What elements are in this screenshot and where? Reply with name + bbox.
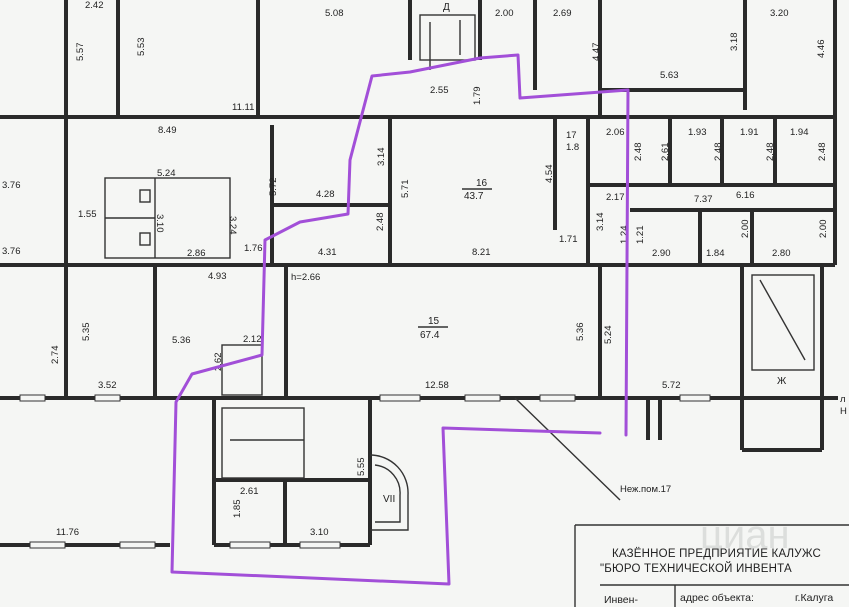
dim-label: 5.72 (268, 178, 279, 197)
title-line-1: КАЗЁННОЕ ПРЕДПРИЯТИЕ КАЛУЖС (612, 548, 821, 560)
dim-label: 2.90 (652, 248, 671, 259)
dim-label: 5.35 (81, 323, 92, 342)
callout-label: Неж.пом.17 (620, 484, 671, 495)
dim-label: 3.14 (595, 213, 606, 232)
dim-label: 3.10 (310, 527, 329, 538)
room-17-number: 17 (566, 130, 577, 141)
dim-label: 6.16 (736, 190, 755, 201)
dim-label: 1.76 (244, 243, 263, 254)
dim-label: 2.06 (606, 127, 625, 138)
dim-label: 5.71 (400, 180, 411, 199)
dim-label: 1.55 (78, 209, 97, 220)
dim-label: 1.85 (232, 500, 243, 519)
dim-label: 5.57 (75, 43, 86, 62)
dim-label: 5.24 (603, 326, 614, 345)
dim-label: 1.24 (619, 226, 630, 245)
room-16-area: 43.7 (464, 191, 484, 202)
dim-label: 2.00 (495, 8, 514, 19)
dim-label: 2.48 (817, 143, 828, 162)
dim-label: 2.00 (740, 220, 751, 239)
dim-label: 1.94 (790, 127, 809, 138)
dim-label: 4.31 (318, 247, 337, 258)
dim-label: 3.76 (2, 180, 21, 191)
dim-label: 7.37 (694, 194, 713, 205)
dim-label: 3.18 (729, 33, 740, 52)
dim-label: 2.48 (375, 213, 386, 232)
dim-label: 5.72 (662, 380, 681, 391)
dim-label: 4.93 (208, 271, 227, 282)
dim-label: 2.74 (50, 346, 61, 365)
partitions (104, 14, 849, 607)
dim-label: 2.48 (765, 143, 776, 162)
dim-label: 5.24 (157, 168, 176, 179)
dim-label: 5.08 (325, 8, 344, 19)
dim-label: 8.49 (158, 125, 177, 136)
dim-label: 4.46 (816, 40, 827, 59)
dim-label: 2.00 (818, 220, 829, 239)
watermark: циан (700, 513, 790, 557)
dim-label: 3.52 (98, 380, 117, 391)
dim-label: 2.48 (713, 143, 724, 162)
dim-label: 2.42 (85, 0, 104, 11)
dim-label: 2.62 (213, 353, 224, 372)
dim-label: 1.8 (566, 142, 579, 153)
dim-label: 1.79 (472, 87, 483, 106)
address-value: г.Калуга (795, 592, 833, 604)
dim-label: 5.36 (575, 323, 586, 342)
dim-label: 11.11 (232, 102, 254, 113)
dim-label: 5.63 (660, 70, 679, 81)
inv-label: Инвен- (604, 594, 638, 606)
stair-letter-zh: Ж (777, 376, 787, 387)
dim-label: 2.86 (187, 248, 206, 259)
dimension-labels: 2.42 5.08 2.00 2.69 3.20 5.57 5.53 4.47 … (2, 0, 829, 538)
walls (0, 0, 838, 547)
dim-label: 1.71 (559, 234, 578, 245)
room-vii-label: VII (383, 494, 395, 505)
room-labels: 16 43.7 17 15 67.4 h=2.66 Д Ж VII Неж.по… (291, 2, 847, 505)
dim-label: 1.84 (706, 248, 725, 259)
dim-label: 5.55 (356, 458, 367, 477)
side-letter-n: Н (840, 406, 847, 417)
dim-label: 2.48 (633, 143, 644, 162)
dim-label: 2.17 (606, 192, 625, 203)
dim-label: 1.21 (635, 226, 646, 245)
room-15-area: 67.4 (420, 330, 440, 341)
stair-letter-d: Д (443, 2, 450, 13)
dim-label: 12.58 (425, 380, 449, 391)
highlight-route (170, 53, 630, 586)
dim-label: 2.12 (243, 334, 262, 345)
dim-label: 2.61 (660, 143, 671, 162)
dim-label: 3.10 (154, 214, 165, 233)
address-label: адрес объекта: (680, 592, 754, 604)
dim-label: 3.20 (770, 8, 789, 19)
dim-label: 3.24 (227, 216, 238, 235)
dim-label: 2.80 (772, 248, 791, 259)
dim-label: 4.28 (316, 189, 335, 200)
dim-label: 3.14 (376, 148, 387, 167)
room-15-number: 15 (428, 316, 440, 327)
dim-label: 4.47 (591, 43, 602, 62)
windows (19, 394, 711, 549)
dim-label: 1.93 (688, 127, 707, 138)
dim-label: 8.21 (472, 247, 491, 258)
dim-label: 2.69 (553, 8, 572, 19)
title-block: КАЗЁННОЕ ПРЕДПРИЯТИЕ КАЛУЖС "БЮРО ТЕХНИЧ… (600, 548, 833, 606)
dim-label: 5.53 (136, 38, 147, 57)
dim-label: 5.36 (172, 335, 191, 346)
dim-label: 11.76 (56, 527, 79, 538)
title-line-2: "БЮРО ТЕХНИЧЕСКОЙ ИНВЕНТА (600, 562, 792, 575)
side-letter-l: л (840, 394, 846, 405)
dim-label: 2.61 (240, 486, 259, 497)
dim-label: 4.54 (544, 165, 555, 184)
dim-label: 1.91 (740, 127, 759, 138)
ceiling-height: h=2.66 (291, 272, 320, 283)
dim-label: 2.55 (430, 85, 449, 96)
room-16-number: 16 (476, 178, 488, 189)
dim-label: 3.76 (2, 246, 21, 257)
